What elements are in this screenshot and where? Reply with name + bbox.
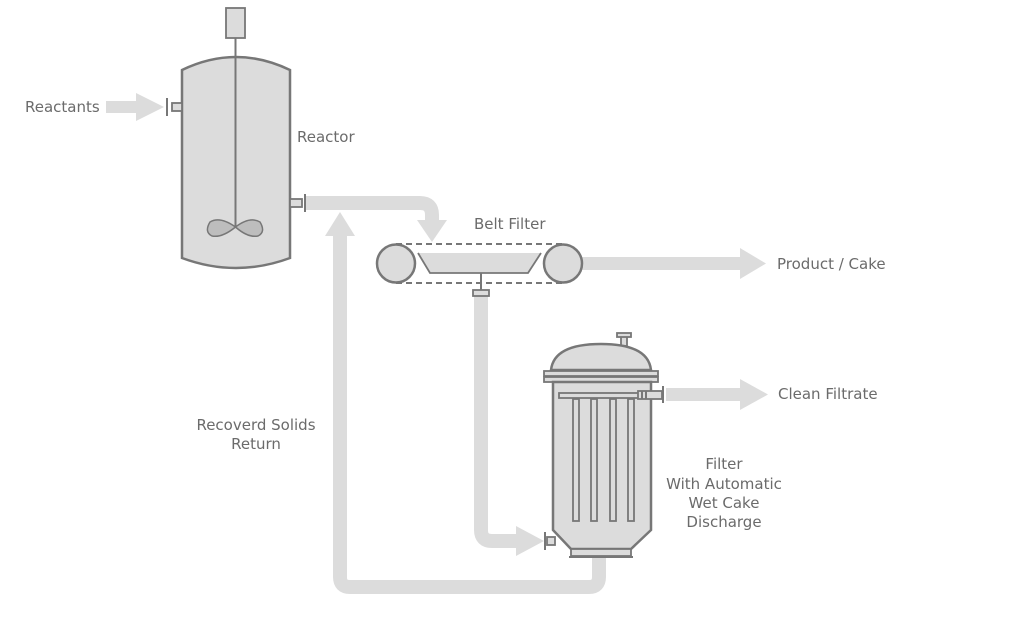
filter-candle bbox=[572, 398, 580, 522]
belt-filter-to-filter-pipe bbox=[474, 296, 544, 556]
agitator-impeller bbox=[206, 219, 264, 238]
clean-filtrate-label: Clean Filtrate bbox=[778, 385, 878, 403]
filter-tube-sheet bbox=[558, 392, 640, 399]
reactor-inlet-nozzle bbox=[166, 98, 183, 116]
belt-filter-label: Belt Filter bbox=[474, 215, 546, 233]
belt-filter bbox=[375, 243, 584, 297]
agitator-motor bbox=[225, 7, 246, 39]
filter-filtrate-outlet-nozzle bbox=[637, 386, 664, 403]
filter-cake-discharge-outlet bbox=[570, 548, 632, 557]
reactants-inlet-arrow bbox=[106, 93, 164, 121]
product-cake-label: Product / Cake bbox=[777, 255, 886, 273]
reactor-outlet-nozzle bbox=[289, 194, 306, 212]
filter-label-line3: Wet Cake bbox=[689, 494, 760, 512]
filter-candle bbox=[609, 398, 617, 522]
filter-inlet-nozzle bbox=[544, 532, 556, 550]
belt-filter-left-roller bbox=[375, 243, 417, 284]
recovered-solids-label-line1: Recoverd Solids bbox=[196, 416, 315, 434]
reactor-to-belt-filter-pipe bbox=[306, 196, 447, 242]
belt-filter-drain-nozzle bbox=[472, 289, 490, 297]
filter-label-line2: With Automatic bbox=[666, 475, 782, 493]
filter-dome-head bbox=[549, 342, 653, 372]
filter-candle bbox=[590, 398, 598, 522]
filter-label-line4: Discharge bbox=[686, 513, 761, 531]
clean-filtrate-arrow bbox=[666, 379, 768, 410]
product-cake-arrow bbox=[582, 248, 766, 279]
reactor-label: Reactor bbox=[297, 128, 355, 146]
belt-filter-right-roller bbox=[542, 243, 584, 284]
recovered-solids-label-line2: Return bbox=[231, 435, 281, 453]
filter-candle bbox=[627, 398, 635, 522]
filter-shell bbox=[551, 380, 653, 551]
recovered-solids-return-pipe bbox=[325, 212, 606, 594]
belt-filter-trough bbox=[417, 252, 542, 274]
reactants-label: Reactants bbox=[25, 98, 100, 116]
reactor-vessel bbox=[166, 7, 306, 270]
filter-label-line1: Filter bbox=[705, 455, 743, 473]
candle-filter-vessel bbox=[543, 332, 664, 558]
filter-top-flange bbox=[543, 370, 659, 377]
